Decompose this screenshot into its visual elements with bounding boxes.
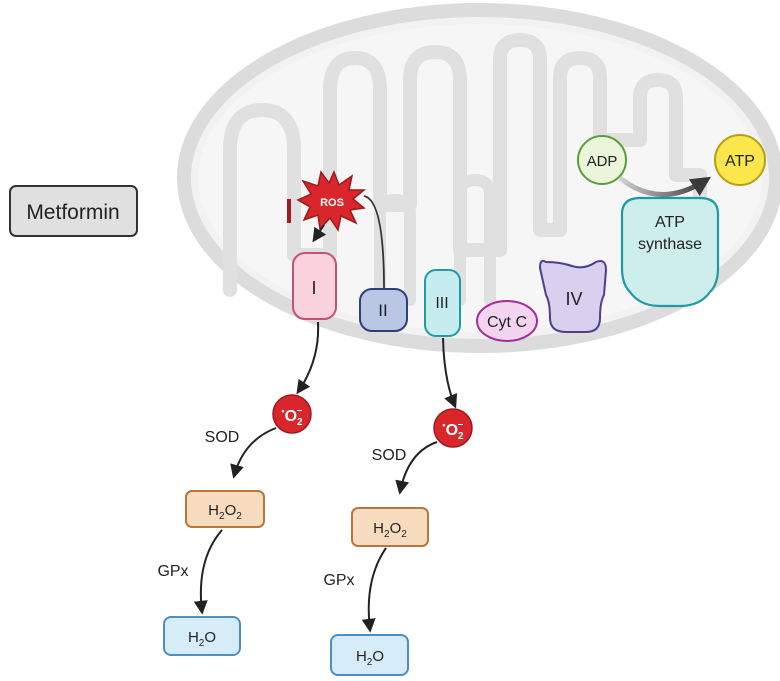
h2o2-to-water-arrow-left [193, 529, 223, 615]
complex-iv-label: IV [565, 289, 582, 309]
complex-i-to-superoxide-arrow [296, 321, 320, 395]
h2o2-left: H2O2 [185, 490, 265, 528]
atp-label: ATP [725, 153, 755, 170]
adp-label: ADP [587, 153, 618, 170]
cytochrome-c[interactable]: Cyt C [476, 300, 538, 342]
superoxide-right: •O2– [433, 408, 473, 448]
complex-ii[interactable]: II [359, 288, 408, 332]
svg-text:•O2–: •O2– [281, 405, 303, 428]
superoxide-to-h2o2-arrow-right [395, 441, 438, 495]
adp-node: ADP [577, 135, 627, 185]
atp-synthase[interactable]: ATP synthase [620, 196, 720, 308]
h2o2-to-water-arrow-right [361, 547, 387, 633]
metformin-box[interactable]: Metformin [9, 185, 138, 237]
adp-to-atp-arrow [618, 176, 712, 197]
metformin-label: Metformin [26, 201, 119, 224]
ros-label: ROS [320, 197, 344, 209]
svg-text:H2O2: H2O2 [208, 502, 242, 522]
complex-iii[interactable]: III [424, 269, 461, 337]
water-right: H2O [330, 634, 409, 676]
ros-star-shape [296, 170, 367, 232]
svg-text:H2O: H2O [356, 648, 384, 668]
complex-ii-to-ros-line [363, 195, 385, 289]
superoxide-left: •O2– [272, 394, 312, 434]
complex-iii-label: III [435, 295, 448, 312]
cristae-lower [374, 173, 496, 306]
cytochrome-c-label: Cyt C [487, 314, 527, 331]
complex-i-label: I [311, 278, 316, 298]
complex-iii-to-superoxide-arrow [442, 337, 458, 409]
sod-label-left: SOD [205, 429, 240, 446]
cristae [223, 33, 707, 297]
svg-text:•O2–: •O2– [442, 419, 464, 442]
atp-node: ATP [714, 134, 766, 186]
gpx-label-left: GPx [157, 563, 188, 580]
sod-label-right: SOD [372, 447, 407, 464]
atp-synthase-label-line1: ATP [655, 214, 685, 231]
complex-i[interactable]: I [292, 252, 337, 320]
complex-ii-label: II [378, 301, 387, 320]
svg-text:H2O2: H2O2 [373, 520, 407, 540]
ros-to-complex-i-arrow [312, 224, 327, 243]
atp-synthase-label-line2: synthase [638, 236, 702, 253]
water-left: H2O [163, 616, 241, 656]
gpx-label-right: GPx [323, 572, 354, 589]
complex-iv[interactable]: IV [538, 259, 608, 333]
superoxide-to-h2o2-arrow-left [230, 427, 277, 479]
h2o2-right: H2O2 [351, 507, 429, 547]
svg-text:H2O: H2O [188, 629, 216, 649]
ros-burst: ROS [296, 170, 367, 232]
inhibition-arrow [140, 199, 291, 223]
